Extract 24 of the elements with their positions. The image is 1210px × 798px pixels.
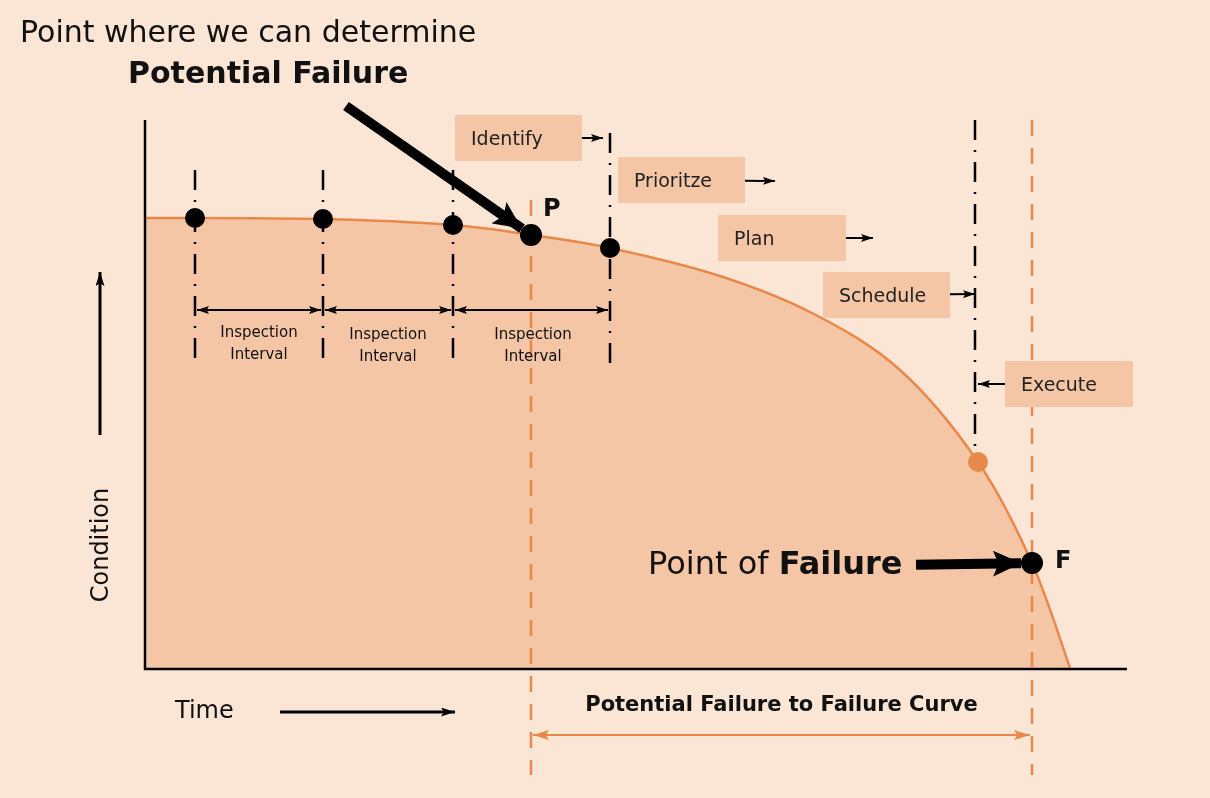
interval-label: Inspection Interval: [493, 324, 573, 367]
interval-label: Inspection Interval: [219, 322, 299, 365]
arrow: [744, 176, 776, 185]
arrow: [977, 380, 1006, 388]
arrow: [845, 234, 874, 242]
dimension-label: Potential Failure to Failure Curve: [584, 692, 979, 716]
step-box: Schedule: [823, 272, 950, 318]
step-box: Plan: [718, 215, 846, 261]
annotation-text: Point of Failure: [648, 544, 904, 582]
curve-point: [1021, 552, 1043, 574]
arrow: [949, 290, 976, 299]
interval-label: Inspection Interval: [348, 324, 428, 367]
axis-label: Condition: [86, 487, 114, 603]
step-box: Identify: [455, 115, 582, 161]
pointer-arrow: [915, 550, 1022, 577]
annotation-text: Point where we can determine: [20, 14, 478, 49]
arrow: [581, 134, 604, 142]
point-label: P: [543, 194, 561, 222]
step-box: Execute: [1005, 361, 1133, 407]
point-label: F: [1055, 546, 1072, 574]
annotation-heading: Potential Failure: [128, 55, 410, 90]
axis-label: Time: [175, 696, 234, 724]
pointer-arrow: [343, 101, 525, 233]
step-box: Prioritze: [618, 157, 745, 203]
